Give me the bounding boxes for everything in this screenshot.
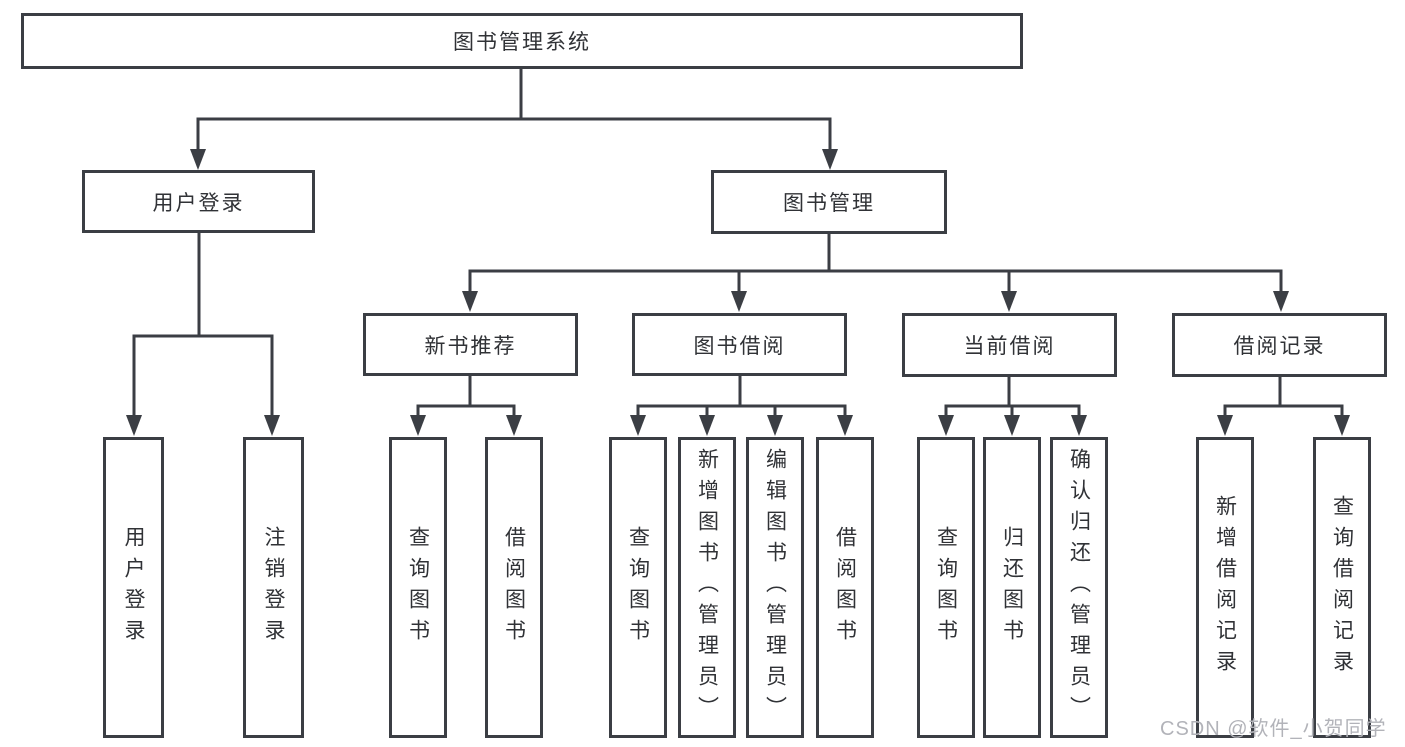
- node-root-label: 图书管理系统: [453, 31, 591, 54]
- leaf-br-add-record-label: 新增借阅记录: [1213, 494, 1237, 681]
- leaf-cb-return-books-label: 归还图书: [1000, 525, 1024, 650]
- leaf-cb-query-books: 查询图书: [917, 437, 975, 738]
- leaf-logout: 注销登录: [243, 437, 304, 738]
- leaf-bb-query-books-label: 查询图书: [626, 525, 650, 650]
- leaf-cb-query-books-label: 查询图书: [934, 525, 958, 650]
- leaf-bb-add-books-admin: 新增图书（管理员）: [678, 437, 736, 738]
- node-current-borrow: 当前借阅: [902, 313, 1117, 377]
- node-book-borrow: 图书借阅: [632, 313, 847, 376]
- leaf-br-query-record: 查询借阅记录: [1313, 437, 1371, 738]
- leaf-cb-confirm-return-admin: 确认归还（管理员）: [1050, 437, 1108, 738]
- node-new-book-recommend-label: 新书推荐: [424, 334, 517, 358]
- node-borrow-records: 借阅记录: [1172, 313, 1387, 377]
- leaf-nbr-borrow-books-label: 借阅图书: [502, 525, 526, 650]
- node-book-management-label: 图书管理: [783, 192, 875, 215]
- node-borrow-records-label: 借阅记录: [1233, 335, 1326, 358]
- node-root: 图书管理系统: [21, 13, 1023, 69]
- leaf-br-query-record-label: 查询借阅记录: [1330, 494, 1354, 681]
- leaf-bb-edit-books-admin-label: 编辑图书（管理员）: [763, 448, 787, 727]
- leaf-bb-edit-books-admin: 编辑图书（管理员）: [746, 437, 804, 738]
- csdn-watermark: CSDN @软件_小贺同学: [1160, 718, 1387, 740]
- node-new-book-recommend: 新书推荐: [363, 313, 578, 376]
- leaf-br-add-record: 新增借阅记录: [1196, 437, 1254, 738]
- leaf-cb-return-books: 归还图书: [983, 437, 1041, 738]
- leaf-nbr-borrow-books: 借阅图书: [485, 437, 543, 738]
- node-book-borrow-label: 图书借阅: [693, 334, 786, 358]
- leaf-user-login: 用户登录: [103, 437, 164, 738]
- leaf-bb-borrow-books-label: 借阅图书: [833, 525, 857, 650]
- leaf-cb-confirm-return-admin-label: 确认归还（管理员）: [1067, 448, 1091, 727]
- leaf-bb-add-books-admin-label: 新增图书（管理员）: [695, 448, 719, 727]
- leaf-logout-label: 注销登录: [262, 525, 285, 650]
- node-user-login-branch: 用户登录: [82, 170, 315, 233]
- node-user-login-branch-label: 用户登录: [152, 191, 245, 215]
- leaf-user-login-label: 用户登录: [122, 525, 145, 650]
- node-book-management: 图书管理: [711, 170, 947, 234]
- leaf-bb-borrow-books: 借阅图书: [816, 437, 874, 738]
- leaf-nbr-query-books-label: 查询图书: [406, 525, 430, 650]
- leaf-bb-query-books: 查询图书: [609, 437, 667, 738]
- leaf-nbr-query-books: 查询图书: [389, 437, 447, 738]
- node-current-borrow-label: 当前借阅: [963, 335, 1056, 358]
